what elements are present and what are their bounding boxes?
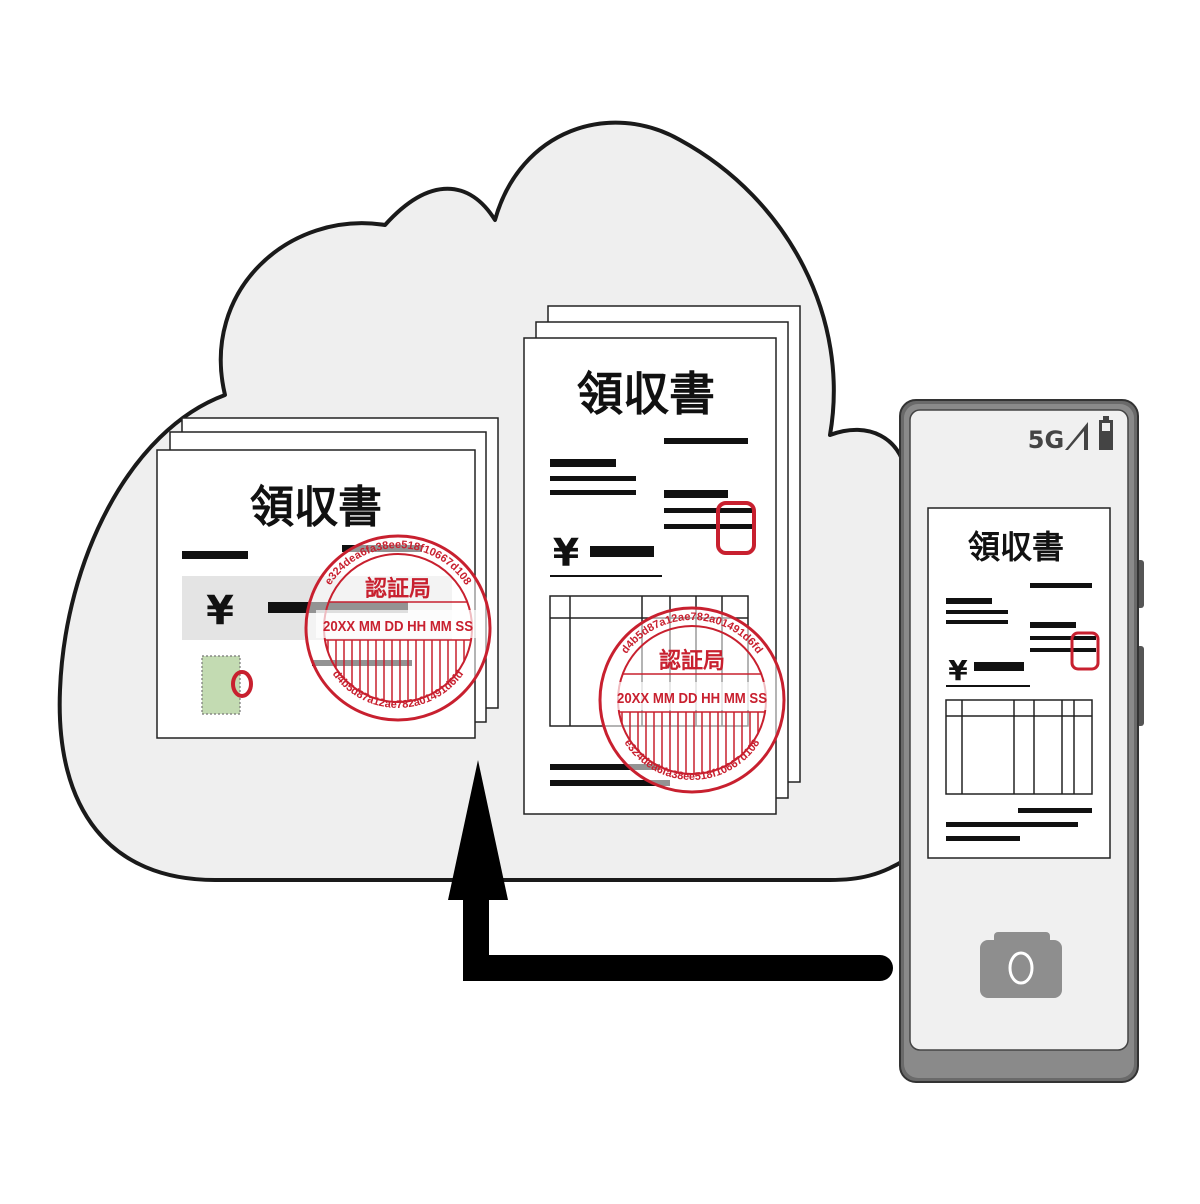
yen-symbol: ¥ xyxy=(553,531,579,575)
stamp-authority: 認証局 xyxy=(659,648,725,673)
seal-mark xyxy=(1070,631,1100,671)
stamp-timestamp: 20XX MM DD HH MM SS xyxy=(323,618,473,635)
receipt-title: 領収書 xyxy=(968,528,1064,566)
seal-mark xyxy=(716,501,756,555)
receipt-table xyxy=(945,699,1093,795)
battery-icon xyxy=(1099,416,1113,450)
timestamp-stamp-right: 認証局 20XX MM DD HH MM SS d4b5d87a12ae782a… xyxy=(598,606,786,794)
receipt-title: 領収書 xyxy=(250,482,382,533)
stamp-timestamp: 20XX MM DD HH MM SS xyxy=(617,690,767,707)
stamp-authority: 認証局 xyxy=(365,576,431,601)
yen-symbol: ¥ xyxy=(948,654,968,687)
timestamp-stamp-left: 認証局 20XX MM DD HH MM SS e324dea6fa38ee51… xyxy=(304,534,492,722)
smartphone: 5G 領収書 ¥ xyxy=(899,399,1144,1083)
arrow-head-icon xyxy=(448,760,508,900)
camera-icon[interactable] xyxy=(980,932,1062,998)
receipt-title: 領収書 xyxy=(577,367,715,421)
phone-receipt xyxy=(927,507,1111,859)
yen-symbol: ¥ xyxy=(206,588,234,634)
network-label: 5G xyxy=(1028,426,1064,454)
seal-mark xyxy=(231,670,253,698)
